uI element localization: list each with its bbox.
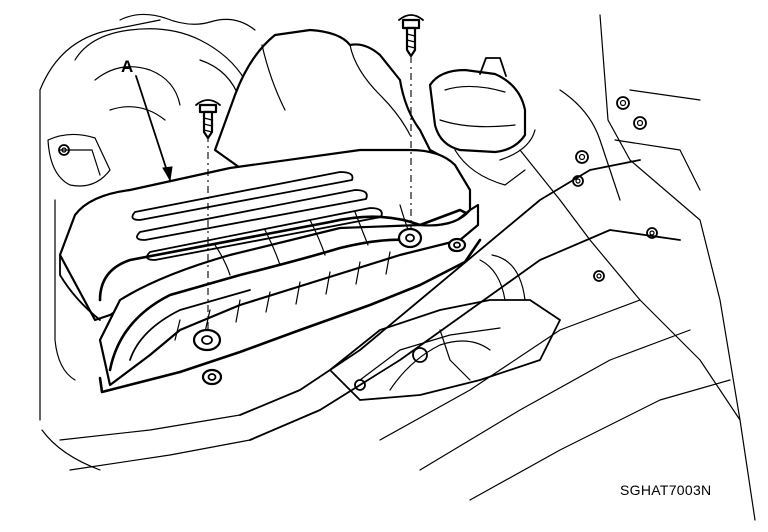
callout-a-arrow — [135, 75, 173, 182]
latch-bolt-icon — [412, 347, 428, 363]
front-support-panel — [59, 14, 756, 521]
reservoir-tank — [428, 57, 536, 186]
bolt-icon — [593, 270, 605, 282]
bolt-icon — [633, 116, 647, 130]
figure-code: SGHAT7003N — [620, 482, 712, 498]
grommet-icon — [447, 237, 467, 253]
latch-mechanism — [329, 238, 561, 401]
bolt-icon — [575, 150, 589, 164]
air-intake-duct — [58, 28, 482, 394]
bolt-icon — [572, 175, 584, 187]
engine-bay-background — [39, 13, 256, 471]
latch-bolt-icon — [354, 379, 366, 391]
bolt-icon — [646, 227, 658, 239]
callout-label-a: A — [121, 57, 133, 76]
mounting-bolt-left — [195, 99, 221, 330]
panel-bolts — [58, 96, 658, 282]
grommet-icon — [397, 227, 423, 249]
grommet-icon — [201, 368, 223, 386]
bolt-icon — [616, 96, 630, 110]
bolt-icon — [58, 144, 70, 156]
mounting-bolt-right — [398, 14, 424, 228]
grommet-icon — [192, 328, 222, 352]
